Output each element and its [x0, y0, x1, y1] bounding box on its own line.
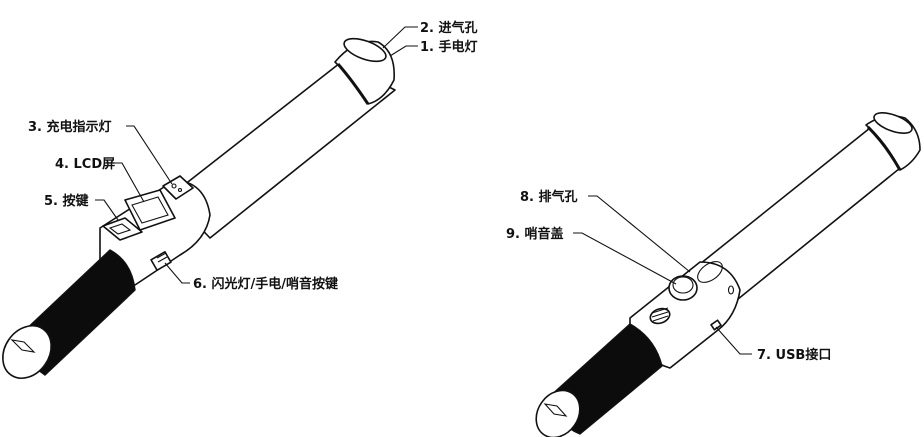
label-9-whistle-cover: 9. 哨音盖: [506, 226, 564, 242]
right-device: [535, 112, 921, 437]
left-device: [2, 26, 418, 379]
right-leaders: [573, 195, 752, 355]
label-7-usb-port: 7. USB接口: [757, 347, 831, 363]
right-head: [629, 261, 741, 369]
right-end-cap: [535, 389, 581, 437]
label-2-air-inlet: 2. 进气孔: [420, 20, 478, 36]
left-leaders: [95, 26, 418, 284]
label-1-flashlight: 1. 手电灯: [420, 39, 478, 55]
callout-labels: 2. 进气孔 1. 手电灯 3. 充电指示灯 4. LCD屏 5. 按键 6. …: [28, 20, 831, 363]
left-end-cap: [2, 325, 52, 379]
label-4-lcd-screen: 4. LCD屏: [55, 157, 115, 172]
label-8-exhaust-hole: 8. 排气孔: [520, 189, 578, 205]
label-5-button: 5. 按键: [44, 193, 89, 209]
right-flashlight-cap: [865, 112, 921, 171]
label-6-mode-switch: 6. 闪光灯/手电/哨音按键: [193, 276, 338, 292]
left-flashlight-cap: [334, 37, 395, 105]
label-3-charge-indicator: 3. 充电指示灯: [28, 119, 112, 135]
